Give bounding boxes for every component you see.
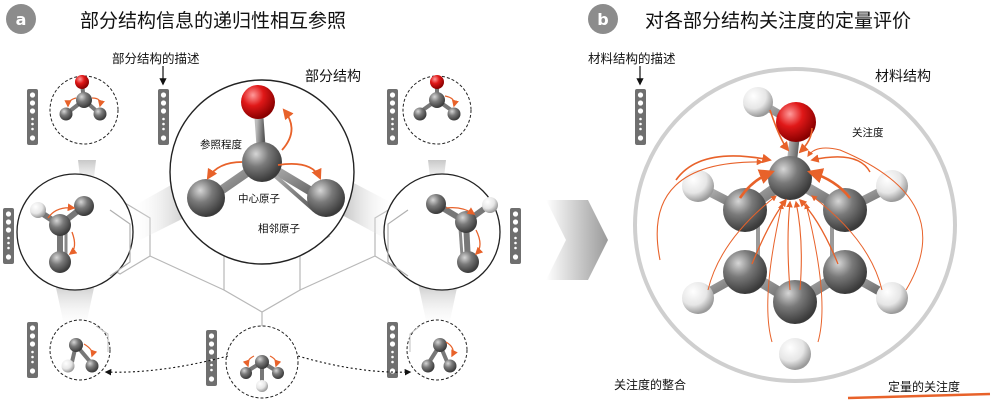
sub-molecule — [59, 75, 107, 121]
panel-a-title: 部分结构信息的递归性相互参照 — [80, 10, 347, 32]
vector-column — [510, 208, 521, 264]
panel-b-title: 对各部分结构关注度的定量评价 — [645, 10, 912, 32]
vector-column — [387, 89, 398, 145]
panel-a-badge: a — [6, 4, 36, 34]
vector-column — [27, 89, 38, 145]
sub-circle-top-right — [402, 75, 472, 145]
panel-b-badge: b — [588, 4, 618, 34]
cone-left-down — [55, 283, 95, 330]
dotted-arrow-left — [104, 355, 229, 376]
quantified-attention-label: 定量的关注度 — [888, 380, 961, 394]
zoom-molecule-right — [387, 194, 498, 277]
sub-molecule — [413, 75, 461, 121]
partial-structure-label: 部分结构 — [305, 69, 361, 85]
zoom-molecule-left — [30, 196, 131, 277]
vector-column — [206, 330, 217, 386]
vector-column — [387, 322, 398, 378]
partial-structure-desc-label: 部分结构的描述 — [112, 51, 200, 66]
vector-column — [158, 89, 169, 145]
attention-integration-label: 关注度的整合 — [614, 378, 687, 392]
sub-molecule — [240, 355, 284, 392]
zoom-circle-right — [383, 173, 501, 291]
zoom-circle-left — [16, 173, 134, 291]
center-atom-label: 中心原子 — [238, 193, 280, 205]
attention-arrows — [656, 109, 924, 343]
main-molecule — [187, 85, 345, 217]
vector-column-b — [635, 89, 646, 145]
sub-molecule — [409, 325, 458, 373]
dotted-arrow-right — [297, 355, 412, 376]
attention-label: 关注度 — [852, 127, 884, 139]
phenol-molecule — [682, 87, 908, 370]
transition-arrow — [546, 200, 608, 280]
material-structure-label: 材料结构 — [875, 69, 931, 85]
reference-arrows — [206, 108, 322, 180]
reference-degree-label: 参照程度 — [200, 139, 242, 151]
sub-circle-top-left — [49, 75, 119, 145]
cone-right-down — [418, 283, 458, 330]
vector-column — [27, 322, 38, 378]
cone-right — [342, 180, 396, 240]
neighbor-atom-label: 相邻原子 — [258, 223, 300, 235]
material-structure-desc-label: 材料结构的描述 — [588, 51, 676, 66]
material-structure-circle — [633, 67, 957, 383]
vector-column — [3, 208, 14, 264]
quantified-underline — [847, 392, 991, 400]
sub-molecule — [61, 325, 109, 373]
